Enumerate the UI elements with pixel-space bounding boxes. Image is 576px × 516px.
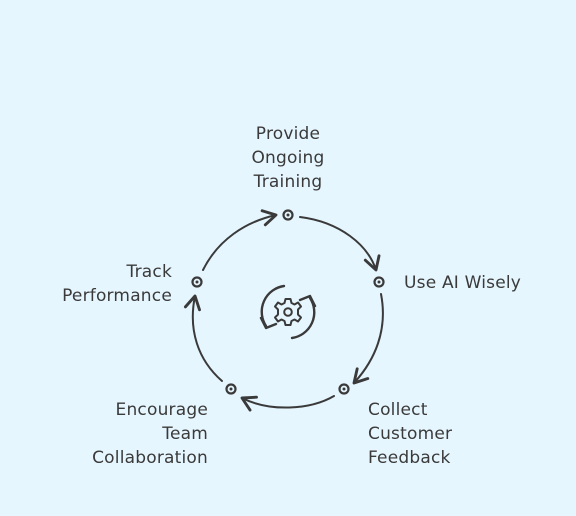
step-label-line: Training	[253, 172, 323, 192]
step-label-line: Customer	[368, 424, 453, 444]
arrow-training-to-ai	[299, 216, 381, 272]
step-label-use-ai: Use AI Wisely	[404, 271, 564, 295]
step-label-line: Collaboration	[92, 448, 208, 468]
step-label-line: Feedback	[368, 448, 451, 468]
step-label-collect-feedback: Collect Customer Feedback	[368, 398, 498, 470]
node-collect-feedback	[338, 383, 350, 395]
node-provide-training	[282, 209, 294, 221]
step-label-line: Use AI Wisely	[404, 273, 522, 293]
step-label-provide-training: Provide Ongoing Training	[228, 122, 348, 194]
gear-cycle-icon	[259, 284, 317, 340]
node-use-ai	[373, 276, 385, 288]
step-label-line: Team	[162, 424, 208, 444]
step-label-track-performance: Track Performance	[20, 260, 172, 308]
step-label-line: Performance	[62, 286, 172, 306]
step-label-line: Collect	[368, 400, 428, 420]
arrow-feedback-to-collaboration	[240, 395, 335, 412]
step-label-line: Encourage	[115, 400, 208, 420]
node-track-performance	[191, 276, 203, 288]
arrow-ai-to-feedback	[352, 293, 384, 385]
step-label-line: Ongoing	[251, 148, 325, 168]
step-label-line: Provide	[255, 124, 321, 144]
arrow-collaboration-to-performance	[183, 294, 223, 382]
arrow-performance-to-training	[202, 209, 278, 271]
step-label-line: Track	[126, 262, 172, 282]
step-label-team-collaboration: Encourage Team Collaboration	[48, 398, 208, 470]
node-team-collaboration	[225, 383, 237, 395]
